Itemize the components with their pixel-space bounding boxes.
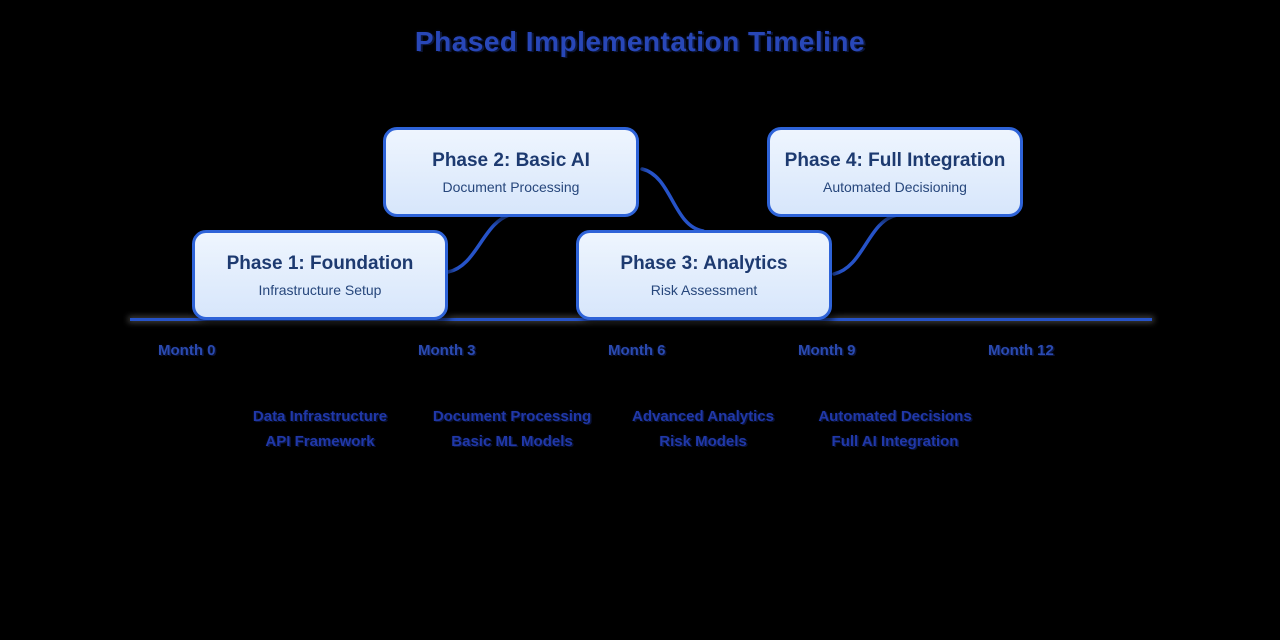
page-title: Phased Implementation Timeline xyxy=(414,26,866,57)
phase-node-3: Phase 3: Analytics Risk Assessment xyxy=(576,230,832,320)
phase-title: Phase 2: Basic AI xyxy=(432,149,590,171)
connector-phase1-phase2 xyxy=(446,212,515,274)
timeline-label-month-6: Month 6 xyxy=(608,342,666,359)
milestone-line2: API Framework xyxy=(265,433,375,450)
milestone-line1: Data Infrastructure xyxy=(252,408,388,425)
phase-node-4: Phase 4: Full Integration Automated Deci… xyxy=(767,127,1023,217)
phase-node-2: Phase 2: Basic AI Document Processing xyxy=(383,127,639,217)
milestone-line1: Automated Decisions xyxy=(818,408,972,425)
milestone-item: Document Processing Basic ML Models xyxy=(402,404,622,454)
timeline-label-month-12: Month 12 xyxy=(988,342,1054,359)
milestone-line2: Full AI Integration xyxy=(831,433,959,450)
timeline-label-month-9: Month 9 xyxy=(798,342,856,359)
phase-subtitle: Infrastructure Setup xyxy=(258,281,382,298)
milestone-line1: Advanced Analytics xyxy=(632,408,774,425)
timeline-label-month-0: Month 0 xyxy=(158,342,216,359)
connector-phase2-phase3 xyxy=(640,167,705,233)
phase-subtitle: Risk Assessment xyxy=(650,281,758,298)
milestone-item: Data Infrastructure API Framework xyxy=(210,404,430,454)
milestone-item: Automated Decisions Full AI Integration xyxy=(785,404,1005,454)
phase-title: Phase 4: Full Integration xyxy=(784,149,1006,171)
phase-title: Phase 1: Foundation xyxy=(226,252,414,274)
timeline-label-month-3: Month 3 xyxy=(418,342,476,359)
milestone-line1: Document Processing xyxy=(432,408,592,425)
phase-title: Phase 3: Analytics xyxy=(620,252,788,274)
milestone-line2: Risk Models xyxy=(659,433,747,450)
milestone-item: Advanced Analytics Risk Models xyxy=(593,404,813,454)
milestone-line2: Basic ML Models xyxy=(451,433,573,450)
connector-phase3-phase4 xyxy=(832,213,899,276)
phase-subtitle: Automated Decisioning xyxy=(823,178,967,195)
phase-node-1: Phase 1: Foundation Infrastructure Setup xyxy=(192,230,448,320)
phase-subtitle: Document Processing xyxy=(442,178,580,195)
